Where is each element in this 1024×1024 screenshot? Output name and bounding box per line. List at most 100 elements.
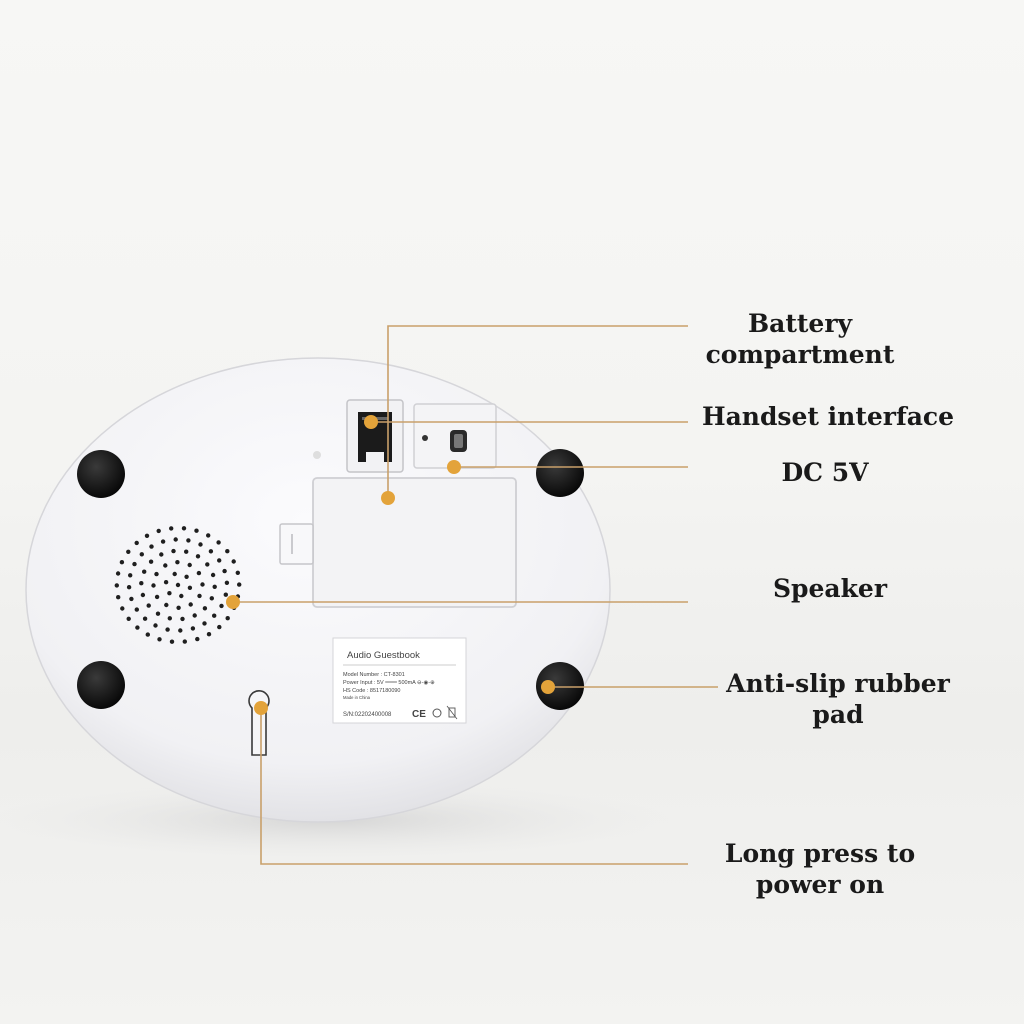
speaker-hole: [120, 606, 125, 611]
speaker-hole: [126, 549, 131, 554]
speaker-hole: [184, 549, 189, 554]
speaker-hole: [126, 616, 131, 621]
speaker-hole: [167, 591, 172, 596]
speaker-hole: [176, 605, 181, 610]
callout-speaker: Speaker: [772, 574, 888, 603]
recycle-icon: [432, 708, 442, 718]
callout-anti-slip-pad: Anti-slip rubber pad: [726, 669, 950, 729]
speaker-hole: [134, 607, 139, 612]
ce-mark: CE: [412, 709, 426, 720]
sticker-made-in: Made in China: [343, 695, 371, 700]
speaker-hole: [186, 538, 191, 543]
speaker-hole: [160, 539, 166, 544]
speaker-hole: [216, 540, 221, 545]
weee-bin-icon: [446, 705, 458, 720]
speaker-hole: [225, 549, 230, 554]
speaker-hole: [194, 528, 199, 533]
speaker-hole: [153, 623, 158, 628]
speaker-hole: [139, 581, 144, 586]
speaker-hole: [198, 542, 203, 547]
speaker-hole: [163, 563, 168, 568]
speaker-hole: [187, 585, 193, 590]
speaker-hole: [212, 613, 217, 618]
speaker-grille-icon: [114, 526, 242, 644]
speaker-hole: [129, 596, 134, 602]
speaker-hole: [149, 544, 154, 549]
speaker-hole: [210, 572, 216, 578]
callout-leaders: [233, 325, 718, 865]
speaker-hole: [115, 571, 121, 576]
speaker-hole: [237, 582, 242, 587]
marker-handset: [364, 415, 378, 429]
speaker-hole: [181, 526, 187, 531]
sticker-hs-code: HS Code : 8517180090: [343, 688, 401, 694]
speaker-hole: [180, 616, 185, 622]
speaker-hole: [200, 582, 205, 587]
speaker-hole: [217, 624, 222, 630]
speaker-hole: [179, 593, 184, 599]
speaker-hole: [140, 592, 146, 598]
speaker-hole: [235, 570, 240, 575]
speaker-hole: [159, 552, 164, 557]
rubber-foot-bottom-left: [77, 661, 125, 709]
speaker-hole: [190, 626, 196, 631]
device-label-sticker: Audio Guestbook Model Number : CT-8301 P…: [332, 637, 467, 724]
sticker-model: Model Number : CT-8301: [343, 672, 405, 678]
speaker-hole: [223, 592, 228, 597]
speaker-hole: [184, 574, 189, 579]
speaker-hole: [156, 528, 161, 534]
callout-long-press-power: Long press to power on: [724, 839, 916, 899]
speaker-hole: [205, 562, 210, 567]
speaker-hole: [206, 632, 212, 637]
leader-battery: [387, 325, 688, 498]
callout-handset-interface: Handset interface: [701, 402, 955, 431]
sticker-power-input: Power Input : 5V ═══ 500mA ⊖-◉-⊕: [343, 680, 435, 686]
speaker-hole: [165, 627, 170, 632]
speaker-hole: [188, 602, 193, 607]
speaker-hole: [187, 562, 192, 568]
speaker-hole: [146, 603, 151, 608]
speaker-hole: [154, 571, 159, 577]
speaker-hole: [192, 613, 197, 618]
micro-usb-icon: [413, 403, 497, 469]
callout-dc-5v: DC 5V: [781, 458, 869, 487]
rubber-foot-top-right: [536, 449, 584, 497]
marker-dc: [447, 460, 461, 474]
sticker-serial: S/N:02202400008: [343, 712, 392, 718]
leader-power: [260, 708, 688, 865]
speaker-hole: [163, 580, 169, 585]
speaker-hole: [169, 526, 174, 531]
speaker-hole: [195, 554, 201, 559]
power-keyhole-icon: [248, 690, 270, 756]
speaker-hole: [167, 616, 172, 621]
speaker-hole: [219, 603, 224, 609]
speaker-hole: [202, 606, 208, 611]
battery-door: [279, 477, 517, 608]
marker-speaker: [226, 595, 240, 609]
callout-markers: [226, 415, 555, 715]
speaker-hole: [155, 611, 161, 616]
speaker-hole: [231, 559, 236, 564]
speaker-hole: [128, 573, 133, 578]
speaker-hole: [222, 568, 227, 574]
speaker-hole: [148, 559, 154, 564]
speaker-hole: [178, 628, 183, 633]
speaker-hole: [175, 582, 181, 588]
speaker-hole: [114, 583, 120, 588]
speaker-hole: [206, 533, 211, 538]
speaker-hole: [224, 580, 230, 585]
speaker-hole: [196, 570, 202, 576]
speaker-hole: [142, 569, 147, 574]
speaker-hole: [169, 639, 175, 644]
speaker-hole: [142, 616, 148, 621]
speaker-hole: [195, 636, 200, 642]
speaker-hole: [225, 616, 230, 621]
speaker-hole: [202, 621, 207, 626]
speaker-hole: [209, 596, 214, 601]
speaker-hole: [145, 632, 150, 637]
speaker-hole: [126, 585, 132, 590]
speaker-hole: [173, 537, 178, 542]
marker-power: [254, 701, 268, 715]
speaker-hole: [164, 602, 169, 608]
speaker-hole: [217, 558, 222, 563]
